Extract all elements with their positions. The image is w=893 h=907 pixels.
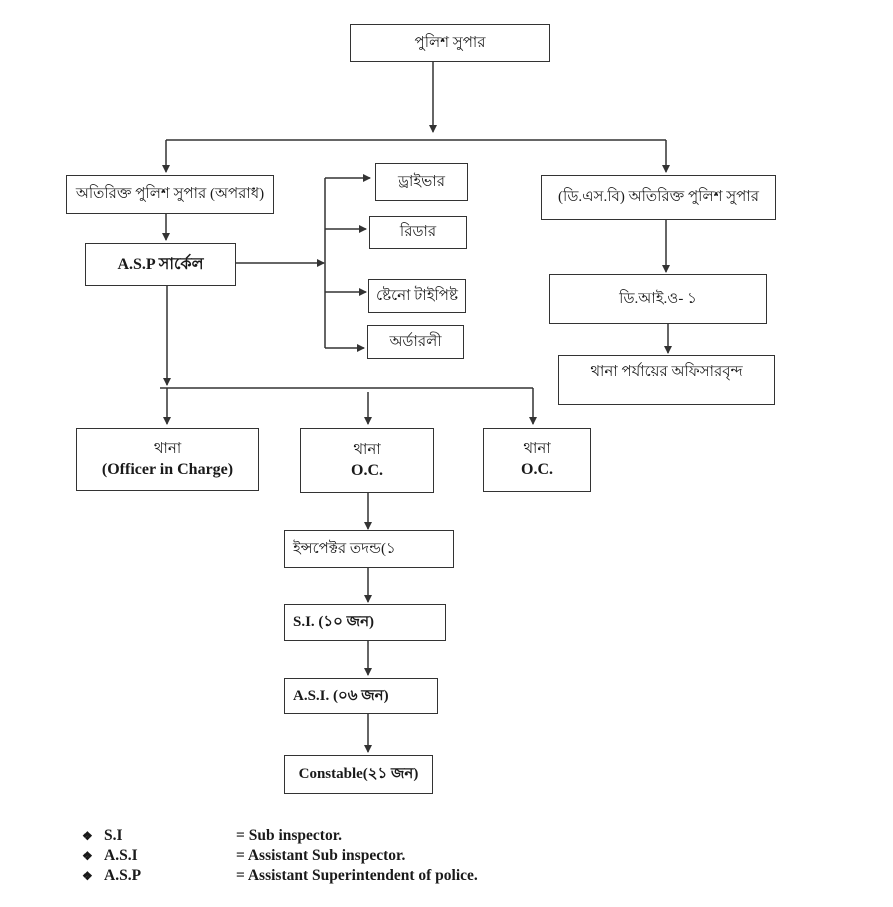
- node-orderly: অর্ডারলী: [367, 325, 464, 359]
- node-label: পুলিশ সুপার: [414, 34, 486, 51]
- node-label: (ডি.এস.বি) অতিরিক্ত পুলিশ সুপার: [558, 189, 759, 206]
- legend-meaning: = Assistant Sub inspector.: [236, 847, 406, 864]
- node-label: ইন্সপেক্টর তদন্ড(১: [293, 540, 396, 557]
- node-label: থানা: [523, 441, 551, 458]
- node-sublabel: O.C.: [521, 461, 553, 479]
- node-label: ড্রাইভার: [398, 173, 445, 190]
- node-label: থানা পর্যায়ের অফিসারবৃন্দ: [590, 364, 743, 380]
- node-sub-inspector: S.I. (১০ জন): [284, 604, 446, 641]
- diamond-bullet-icon: ❖: [82, 849, 93, 863]
- node-label: রিডার: [399, 224, 437, 241]
- legend-abbreviation: A.S.P: [104, 867, 142, 884]
- node-label: A.S.P সার্কেল: [117, 255, 204, 273]
- node-thana-level-officers: থানা পর্যায়ের অফিসারবৃন্দ: [558, 355, 775, 405]
- node-label: ষ্টেনো টাইপিষ্ট: [376, 287, 458, 304]
- node-label: S.I. (১০ জন): [293, 614, 375, 631]
- node-thana-oc-2: থানা O.C.: [300, 428, 434, 493]
- node-superintendent-of-police: পুলিশ সুপার: [350, 24, 550, 62]
- node-dio-1: ডি.আই.ও- ১: [549, 274, 767, 324]
- node-label: অতিরিক্ত পুলিশ সুপার (অপরাধ): [75, 186, 265, 203]
- diamond-bullet-icon: ❖: [82, 829, 93, 843]
- node-thana-oc-3: থানা O.C.: [483, 428, 591, 492]
- node-addl-sp-crime: অতিরিক্ত পুলিশ সুপার (অপরাধ): [66, 175, 274, 214]
- node-label: Constable(২১ জন): [298, 766, 419, 783]
- node-constable: Constable(২১ জন): [284, 755, 433, 794]
- diamond-bullet-icon: ❖: [82, 869, 93, 883]
- node-label: অর্ডারলী: [389, 333, 442, 350]
- node-label: থানা: [353, 441, 381, 458]
- node-thana-officer-in-charge: থানা (Officer in Charge): [76, 428, 259, 491]
- legend-row: ❖ A.S.I = Assistant Sub inspector.: [82, 846, 478, 866]
- node-inspector-investigation: ইন্সপেক্টর তদন্ড(১: [284, 530, 454, 568]
- legend-meaning: = Assistant Superintendent of police.: [236, 867, 478, 884]
- node-steno-typist: ষ্টেনো টাইপিষ্ট: [368, 279, 466, 313]
- node-label: A.S.I. (০৬ জন): [293, 687, 389, 704]
- abbreviation-legend: ❖ S.I = Sub inspector. ❖ A.S.I = Assista…: [82, 826, 478, 886]
- legend-row: ❖ S.I = Sub inspector.: [82, 826, 478, 846]
- legend-abbreviation: A.S.I: [104, 847, 138, 864]
- legend-meaning: = Sub inspector.: [236, 827, 343, 844]
- node-assistant-sub-inspector: A.S.I. (০৬ জন): [284, 678, 438, 714]
- node-sublabel: O.C.: [351, 461, 383, 479]
- node-label: ডি.আই.ও- ১: [619, 290, 697, 307]
- node-driver: ড্রাইভার: [375, 163, 468, 201]
- node-sublabel: (Officer in Charge): [101, 460, 234, 478]
- legend-abbreviation: S.I: [104, 827, 123, 844]
- legend-row: ❖ A.S.P = Assistant Superintendent of po…: [82, 866, 478, 886]
- node-dsb-addl-sp: (ডি.এস.বি) অতিরিক্ত পুলিশ সুপার: [541, 175, 776, 220]
- node-reader: রিডার: [369, 216, 467, 249]
- node-asp-circle: A.S.P সার্কেল: [85, 243, 236, 286]
- node-label: থানা: [153, 440, 182, 457]
